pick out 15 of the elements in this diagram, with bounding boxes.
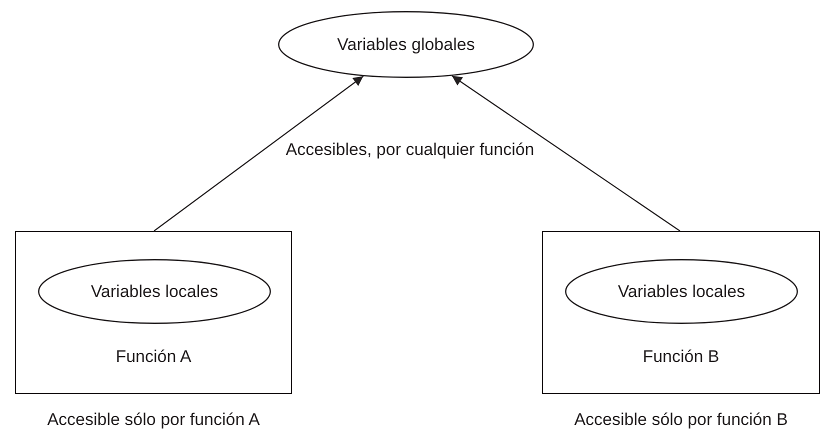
node-label: Función B [642,347,720,367]
node-label: Función A [114,347,192,367]
ellipse-node [565,259,798,324]
arrow [154,76,364,232]
node-label: Accesible sólo por función A [47,410,260,430]
node-label: Variables globales [336,34,476,54]
node-label: Variables locales [616,282,746,302]
node-label: Accesible sólo por función B [574,410,788,430]
function-box [542,231,820,394]
annotation-text: Accesibles, por cualquier función [286,140,534,160]
arrow [452,75,680,232]
ellipse-node [38,259,271,324]
function-box [15,231,292,394]
ellipse-node [278,11,534,78]
node-label: Variables locales [90,282,220,302]
